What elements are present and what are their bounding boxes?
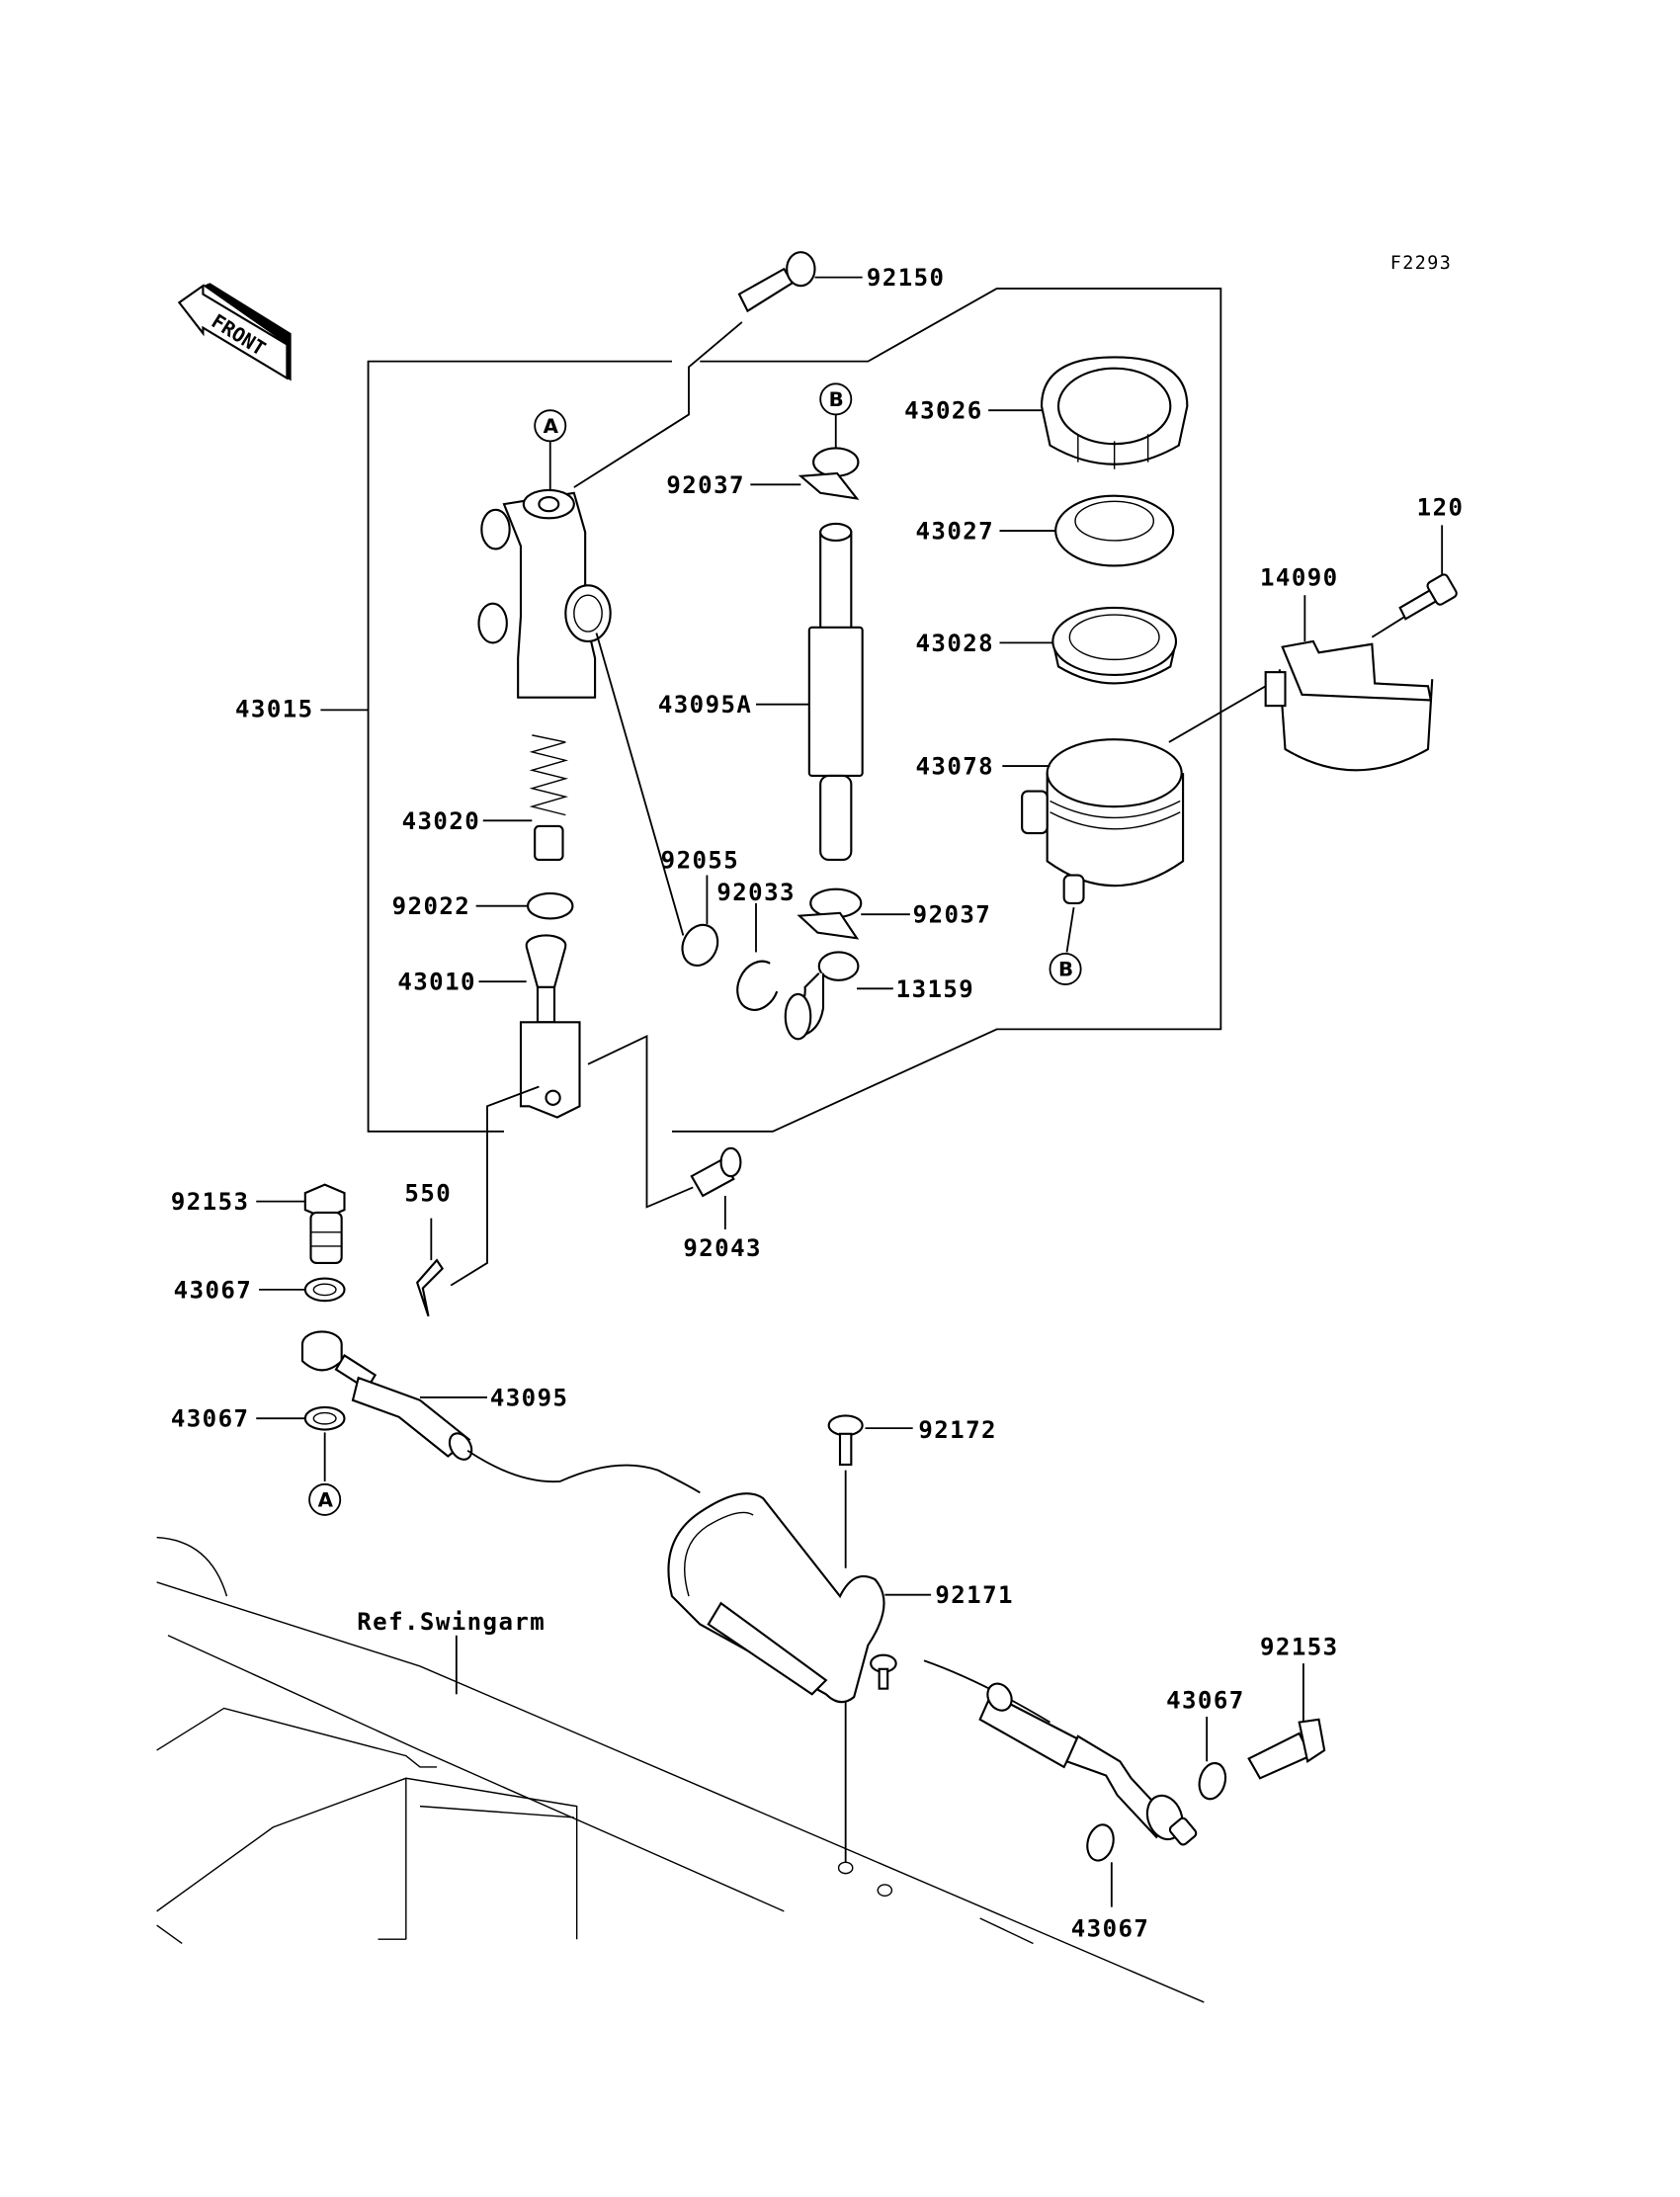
circlip-92033: [736, 902, 779, 1011]
svg-text:B: B: [1058, 959, 1073, 981]
washer-43067-right-bottom: [1086, 1823, 1115, 1907]
o-ring-92055: [681, 875, 719, 967]
label-ref-swingarm: Ref.Swingarm: [357, 1608, 546, 1636]
assembly-bracket-lines: [320, 288, 1222, 1133]
screw-120: [1398, 525, 1458, 621]
clamp-92037-top: [750, 447, 860, 500]
master-cylinder-body: [477, 488, 685, 936]
label-92022: 92022: [392, 892, 471, 920]
label-43015: 43015: [235, 695, 314, 722]
ref-marker-b-bottom: B: [1049, 952, 1082, 985]
elbow-fitting-13159: [784, 951, 893, 1041]
label-92171: 92171: [935, 1581, 1014, 1609]
label-92153-left: 92153: [171, 1188, 250, 1216]
label-43078: 43078: [916, 753, 995, 781]
label-550: 550: [404, 1180, 452, 1208]
banjo-bolt-92153-right: [1247, 1663, 1326, 1780]
hose-clamp-92171: [667, 1492, 932, 1704]
label-43067-right-bottom: 43067: [1071, 1914, 1150, 1942]
label-43067-left-bottom: 43067: [171, 1405, 250, 1433]
push-rod-43010: [478, 934, 694, 1209]
reservoir-cap-43026: [988, 356, 1189, 469]
label-92150: 92150: [867, 264, 946, 292]
front-arrow-icon: FRONT: [177, 283, 292, 381]
hose-43095A: [756, 522, 864, 862]
label-14090: 14090: [1260, 563, 1339, 591]
label-92043: 92043: [683, 1234, 762, 1262]
bolt-92150: [737, 251, 863, 313]
washer-43067-left-top: [259, 1277, 346, 1303]
label-92055: 92055: [661, 846, 740, 874]
diaphragm-plate-43027: [999, 494, 1175, 567]
label-13159: 13159: [896, 975, 975, 1003]
label-92033: 92033: [716, 879, 796, 906]
label-43028: 43028: [916, 630, 995, 657]
spring-43020: [482, 734, 569, 862]
ref-marker-a-bottom: A: [308, 1482, 342, 1516]
label-43095A: 43095A: [658, 691, 752, 718]
washer-43067-left-bottom: [256, 1405, 346, 1481]
label-43067-left-top: 43067: [174, 1276, 253, 1304]
label-120: 120: [1417, 493, 1465, 521]
diagram-code: F2293: [1390, 253, 1453, 274]
diaphragm-43028: [999, 606, 1178, 685]
circlip-92022: [475, 891, 574, 920]
label-43027: 43027: [916, 518, 995, 546]
svg-text:B: B: [829, 388, 844, 411]
reservoir-43078: [1002, 685, 1267, 953]
label-92037-top: 92037: [666, 471, 745, 499]
banjo-bolt-92153-left: [256, 1183, 346, 1265]
label-43095: 43095: [490, 1384, 569, 1411]
label-92153-right: 92153: [1260, 1634, 1339, 1661]
ref-marker-b-top: B: [819, 382, 853, 449]
label-43067-right-top: 43067: [1166, 1686, 1245, 1714]
holder-14090: [1264, 595, 1434, 772]
label-92172: 92172: [918, 1416, 997, 1444]
label-43010: 43010: [397, 969, 476, 996]
brake-hose-43095: [300, 1330, 1050, 1724]
hose-end-right: [978, 1682, 1198, 1846]
svg-text:A: A: [318, 1488, 334, 1511]
svg-text:A: A: [544, 415, 559, 438]
ref-marker-a-top: A: [534, 409, 567, 505]
clamp-92037-bottom: [797, 887, 910, 940]
swingarm-reference-outline: [156, 1536, 1205, 2003]
pin-92043: [690, 1146, 742, 1229]
cotter-pin-550: [415, 1085, 540, 1317]
washer-43067-right-top: [1198, 1716, 1227, 1801]
label-92037-bottom: 92037: [913, 901, 992, 929]
label-43026: 43026: [904, 397, 983, 425]
label-43020: 43020: [402, 807, 481, 835]
